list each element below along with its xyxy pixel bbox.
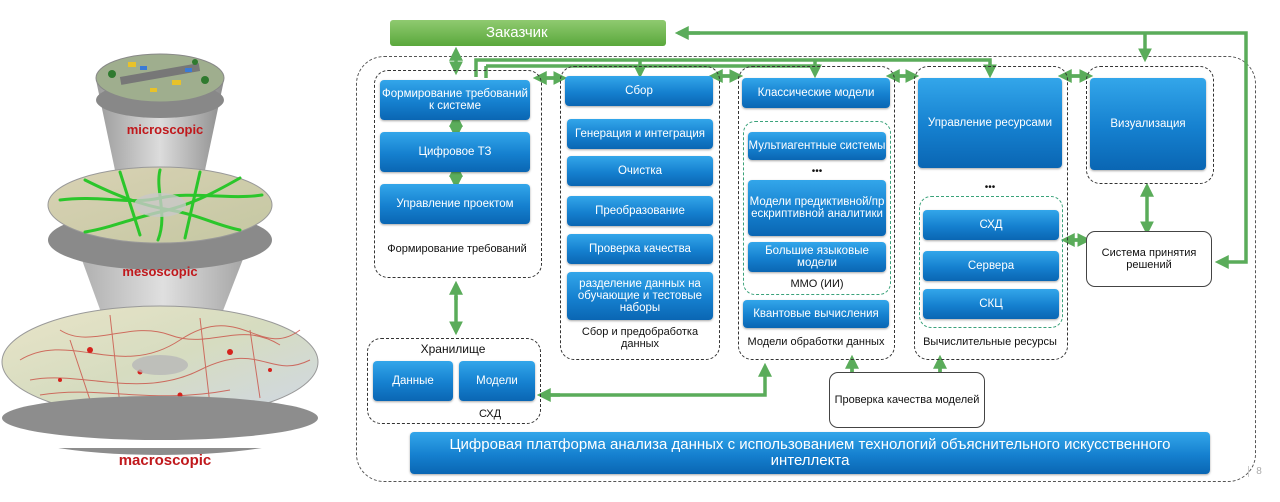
- multiagent-box[interactable]: Мультиагентные системы: [748, 132, 886, 160]
- platform-boundary: [356, 56, 1256, 482]
- ml-caption: ММО (ИИ): [790, 278, 844, 290]
- model-quality-box[interactable]: Проверка качества моделей: [829, 372, 985, 428]
- classic-models-box[interactable]: Классические модели: [742, 78, 890, 108]
- cleaning-box[interactable]: Очистка: [567, 156, 713, 186]
- storage-caption: СХД: [478, 408, 502, 420]
- storage-data-box[interactable]: Данные: [373, 361, 453, 401]
- models-group: [738, 66, 895, 360]
- project-mgmt-box[interactable]: Управление проектом: [380, 184, 530, 224]
- servers-box[interactable]: Сервера: [923, 251, 1059, 281]
- models-caption: Модели обработки данных: [747, 336, 885, 348]
- storage-system-box[interactable]: СХД: [923, 210, 1059, 240]
- data-split-box[interactable]: разделение данных на обучающие и тестовы…: [567, 272, 713, 320]
- quality-check-box[interactable]: Проверка качества: [567, 234, 713, 264]
- visualization-group: [1086, 66, 1214, 184]
- predictive-models-box[interactable]: Модели предиктивной/пр ескриптивной анал…: [748, 180, 886, 236]
- quantum-box[interactable]: Квантовые вычисления: [743, 300, 889, 328]
- compute-group: [914, 66, 1068, 360]
- generation-box[interactable]: Генерация и интеграция: [567, 119, 713, 149]
- digital-spec-box[interactable]: Цифровое ТЗ: [380, 132, 530, 172]
- ml-subgroup: [743, 121, 891, 295]
- llm-box[interactable]: Большие языковые модели: [748, 242, 886, 272]
- page-number: 8: [1248, 466, 1269, 477]
- decision-system-box[interactable]: Система принятия решений: [1086, 231, 1212, 287]
- storage-models-box[interactable]: Модели: [459, 361, 535, 401]
- supercomputer-box[interactable]: СКЦ: [923, 289, 1059, 319]
- compute-dots: •••: [984, 182, 996, 193]
- customer-bar[interactable]: Заказчик: [390, 20, 666, 46]
- macroscopic-label: macroscopic: [118, 452, 212, 469]
- requirements-group: [374, 70, 542, 278]
- visualization-box[interactable]: Визуализация: [1090, 78, 1206, 170]
- req-system-box[interactable]: Формирование требований к системе: [380, 80, 530, 120]
- platform-banner: Цифровая платформа анализа данных с испо…: [410, 432, 1210, 474]
- microscopic-label: microscopic: [126, 122, 204, 137]
- ml-dots: •••: [811, 166, 823, 177]
- transformation-box[interactable]: Преобразование: [567, 196, 713, 226]
- storage-group: [367, 338, 541, 424]
- data-prep-caption: Сбор и предобработка данных: [581, 326, 699, 350]
- requirements-caption: Формирование требований: [387, 243, 527, 255]
- storage-title: Хранилище: [420, 342, 486, 356]
- mesoscopic-label: mesoscopic: [122, 264, 198, 279]
- traffic-scale-illustration: [0, 53, 320, 455]
- resource-mgmt-box[interactable]: Управление ресурсами: [918, 78, 1062, 168]
- hardware-subgroup: [919, 196, 1063, 328]
- collection-box[interactable]: Сбор: [565, 76, 713, 106]
- data-prep-group: [560, 66, 720, 360]
- compute-caption: Вычислительные ресурсы: [923, 336, 1057, 348]
